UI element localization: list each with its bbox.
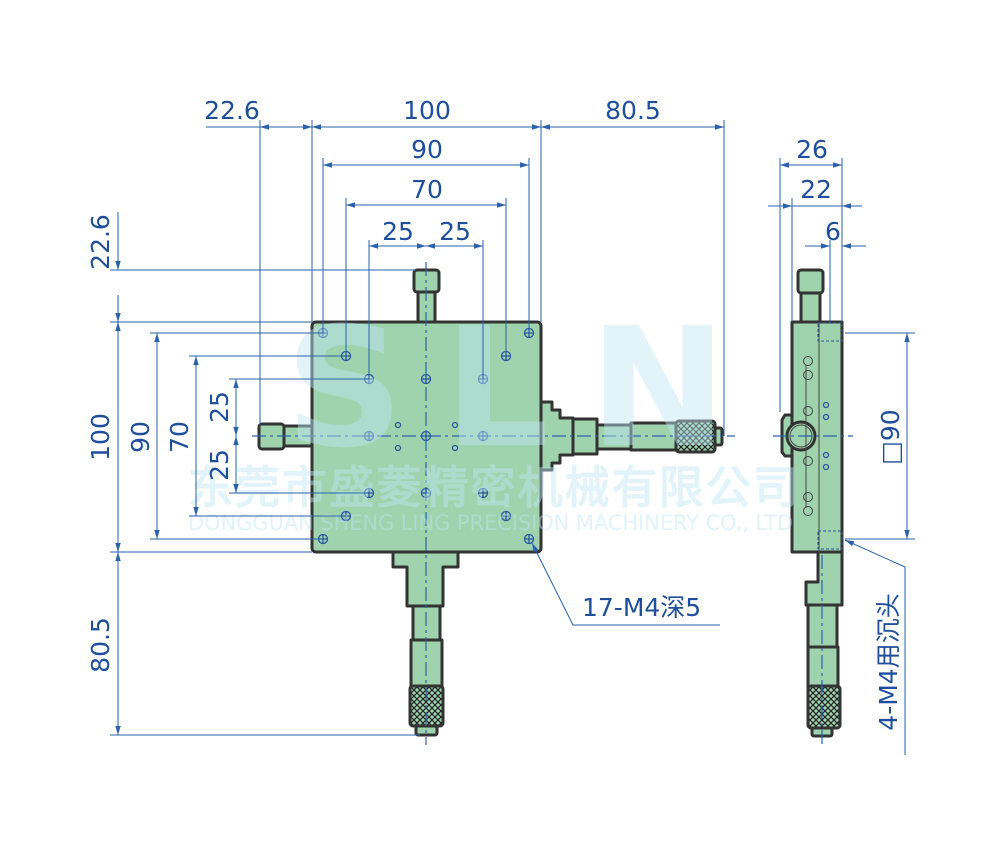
dim-pitch-left: 25: [382, 217, 414, 246]
side-small-hole: [822, 413, 830, 421]
side-screw: [803, 506, 813, 516]
dim-plate-height: 100: [86, 413, 115, 461]
top-view: [252, 262, 735, 745]
tapped-hole: [477, 487, 489, 499]
dim-pitch-lower: 25: [205, 449, 234, 481]
hole-cross: [502, 512, 510, 520]
callout-mount-holes: 4-M4用沉头: [874, 593, 903, 730]
side-screw: [803, 370, 813, 380]
side-small-hole: [822, 401, 830, 409]
dim-mount-square: □90: [876, 409, 905, 464]
dim-pitch-right: 25: [439, 217, 471, 246]
side-small-hole: [822, 451, 830, 459]
watermark-company-en: DONGGUAN SHENG LING PRECISION MACHINERY …: [188, 511, 793, 535]
callouts: 17-M4深5 4-M4用沉头: [531, 539, 906, 755]
small-hole: [394, 444, 402, 452]
dim-hole-span-90: 90: [411, 135, 443, 164]
dim-hole-span-90-v: 90: [126, 421, 155, 453]
side-view: [773, 268, 853, 745]
side-screw: [803, 492, 813, 502]
callout-tapped-holes: 17-M4深5: [582, 593, 701, 622]
dim-left-knob: 22.6: [204, 96, 260, 125]
small-hole: [451, 444, 459, 452]
dim-total-thickness: 26: [796, 135, 828, 164]
dim-hole-span-70: 70: [411, 175, 443, 204]
watermark-logo: SLN: [285, 292, 767, 484]
hole-cross: [525, 535, 533, 543]
watermark-company-cn: 东莞市盛菱精密机械有限公司: [188, 461, 798, 514]
dim-micrometer-bottom: 80.5: [86, 617, 115, 673]
left-dimensions: 22.6 100 80.5 90 70 25 25: [86, 212, 420, 736]
dim-micrometer-right: 80.5: [605, 96, 661, 125]
dim-top-knob: 22.6: [86, 214, 115, 270]
top-dimensions: 22.6 100 80.5 90 70 25 25: [204, 96, 725, 436]
tapped-hole: [523, 533, 535, 545]
side-knob-cap: [796, 268, 825, 295]
tapped-hole: [500, 510, 512, 522]
side-knurled-thimble: [806, 684, 842, 730]
dim-pitch-upper: 25: [205, 391, 234, 423]
hole-cross: [479, 489, 487, 497]
dim-plate-width: 100: [403, 96, 451, 125]
dim-top-plate: 6: [825, 217, 841, 246]
small-hole: [394, 421, 402, 429]
side-small-hole: [822, 463, 830, 471]
watermark: SLN 东莞市盛菱精密机械有限公司 DONGGUAN SHENG LING PR…: [188, 292, 798, 535]
right-micrometer: [537, 400, 724, 472]
side-screw: [803, 406, 813, 416]
side-screw: [803, 456, 813, 466]
side-screw: [803, 356, 813, 366]
side-dimensions: 26 22 6 □90: [768, 135, 915, 540]
dim-hole-span-70-v: 70: [165, 421, 194, 453]
small-hole: [451, 421, 459, 429]
dim-body-thickness: 22: [800, 175, 832, 204]
